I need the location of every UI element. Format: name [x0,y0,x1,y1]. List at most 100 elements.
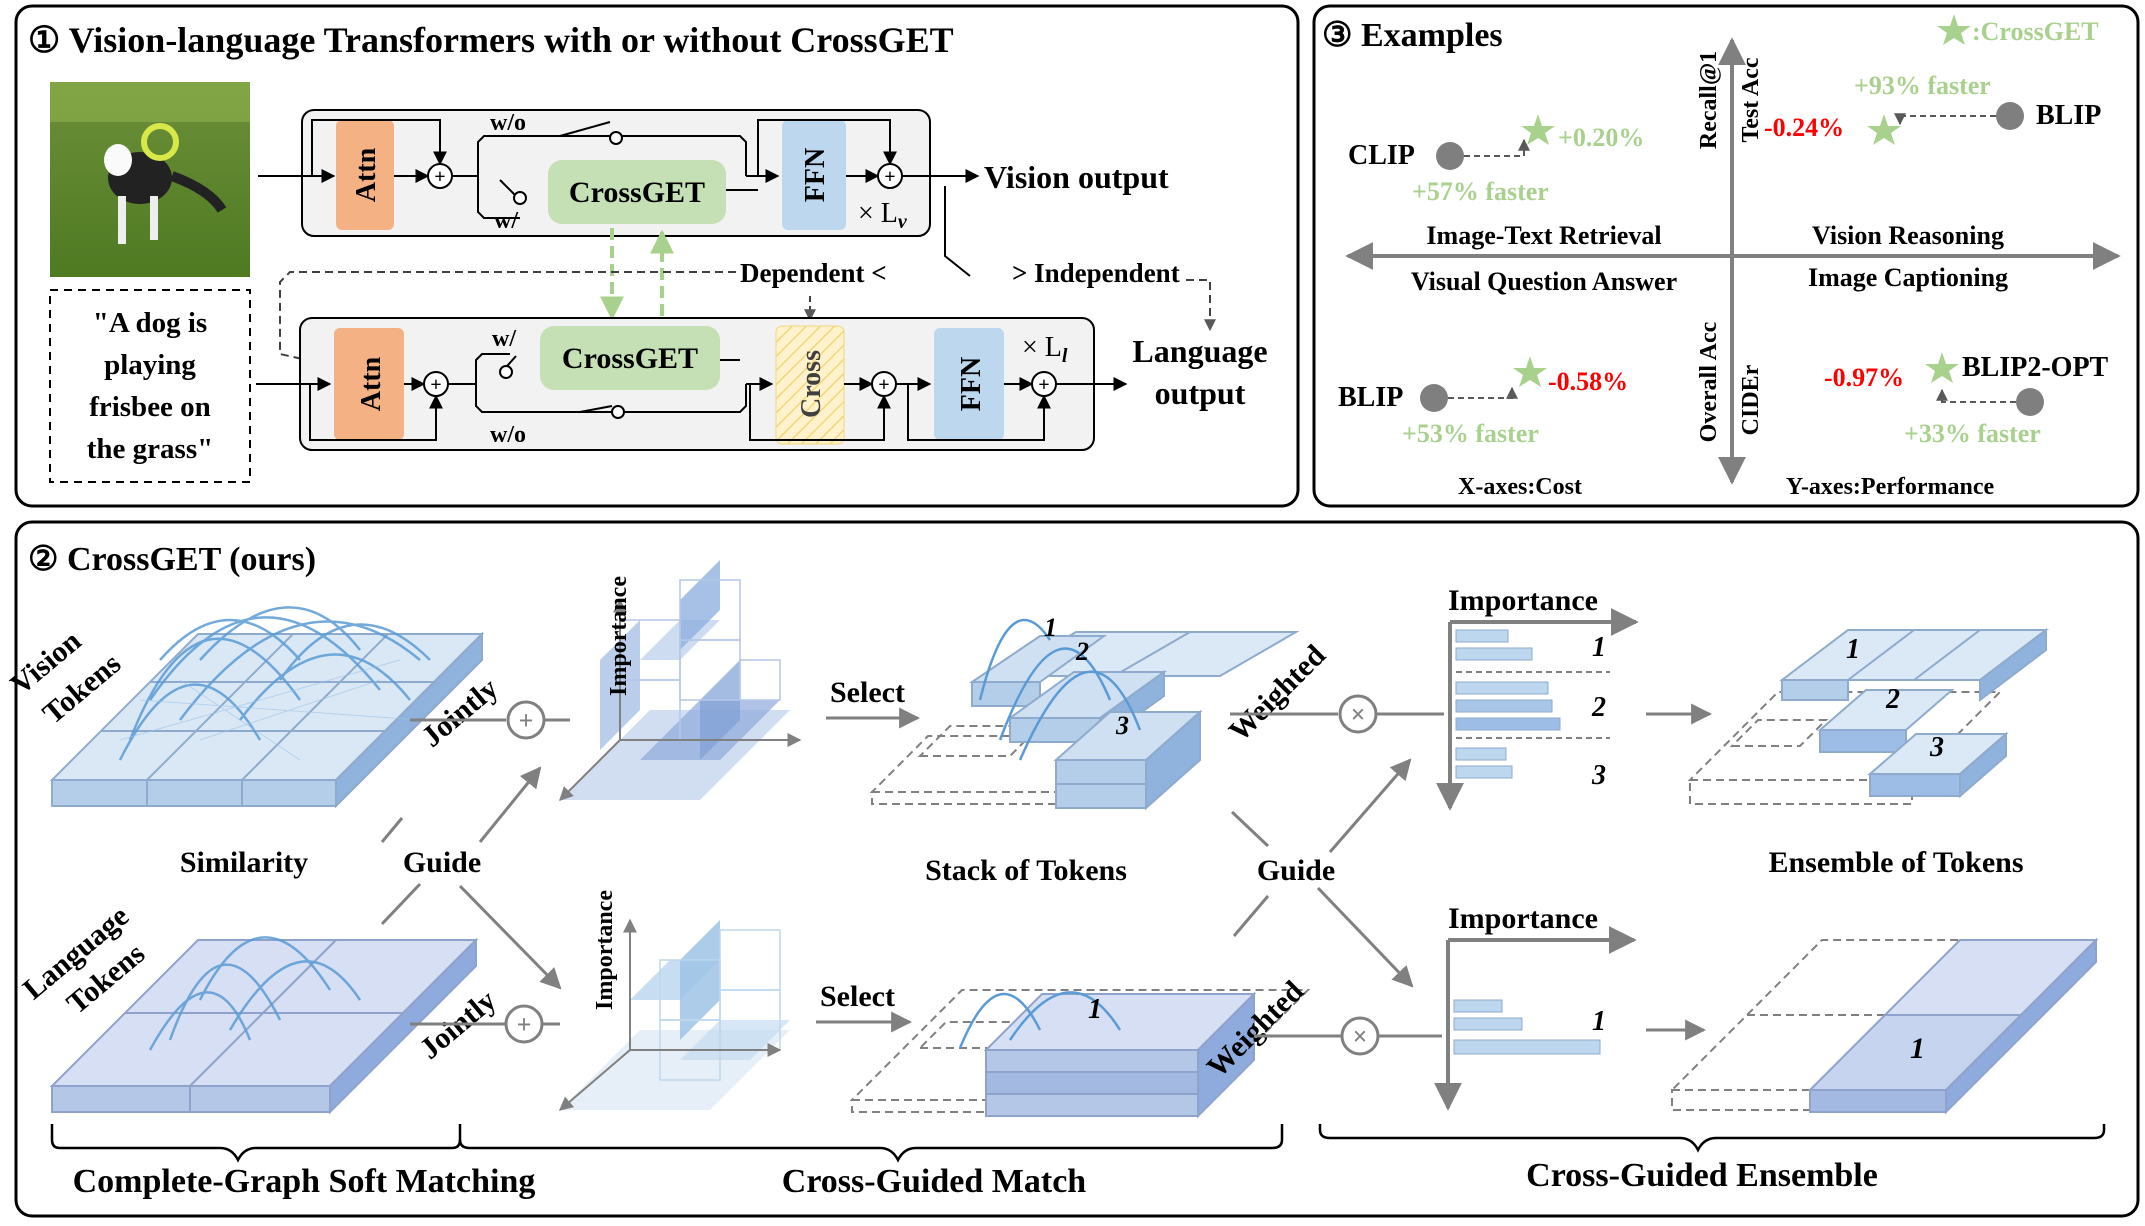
plus-glyph: + [1038,374,1049,396]
legend-star [1937,14,1971,45]
language-w-label: w/ [492,326,516,352]
vision-token-stack: 1 2 3 [869,613,1300,811]
language-importance-bars: Importance 1 [1434,902,1637,1111]
vision-importance-title: Importance [1448,584,1598,617]
task-vr: Vision Reasoning [1812,221,2004,250]
task-vqa: Visual Question Answer [1411,267,1677,296]
ensemble-index-1: 1 [1846,634,1860,665]
dependent-label: Dependent < [740,258,887,288]
panel-examples-frame [1312,4,2140,508]
language-ffn-label: FFN [956,357,987,411]
ensemble-index-3: 3 [1929,732,1944,763]
language-ffn-box [934,328,1004,440]
example-blip-vqa-perf: -0.58% [1548,367,1628,396]
vision-bar-index-2: 2 [1591,692,1606,723]
example-blip2-model: BLIP2-OPT [1962,352,2109,383]
complete-graph-label: Complete-Graph Soft Matching [73,1163,536,1200]
axis-test-acc: Test Acc [1738,57,1764,142]
vision-importance-axis: Importance [606,576,632,696]
example-blip-vqa-speed: +53% faster [1402,419,1539,448]
y-axes-note: Y-axes:Performance [1786,474,1995,500]
independent-label: > Independent [1012,258,1180,288]
example-blip-vr-speed: +93% faster [1854,71,1991,100]
axis-overall-acc: Overall Acc [1696,321,1722,442]
language-bar-index-1: 1 [1592,1006,1606,1037]
axis-recall: Recall@1 [1696,51,1722,149]
task-ic: Image Captioning [1808,263,2008,292]
vision-bar-index-3: 3 [1591,760,1606,791]
example-clip-perf: +0.20% [1558,123,1644,152]
example-clip-speed: +57% faster [1412,177,1549,206]
panel3-title: ③ Examples [1322,17,1503,54]
vision-token-grid [49,606,485,809]
vision-output-label: Vision output [984,159,1169,195]
example-blip-vr-perf: -0.24% [1764,113,1844,142]
caption-box [49,289,251,483]
ensemble-index-2: 2 [1885,684,1900,715]
plus-glyph: + [517,1010,532,1039]
vision-bar-index-1: 1 [1592,632,1606,663]
language-ensemble-index-1: 1 [1910,1032,1925,1065]
example-blip2-speed: +33% faster [1904,419,2041,448]
example-blip2: BLIP2-OPT -0.97% +33% faster [1824,352,2109,448]
language-attn-label: Attn [356,356,387,411]
example-blip-vr-model: BLIP [2036,100,2101,131]
axis-cider: CIDEr [1738,364,1764,435]
vision-importance-cube [559,560,802,801]
brace-cross-guided-ensemble [1318,1124,2106,1153]
vision-stack-index-1: 1 [1044,613,1057,642]
panel1-title: ① Vision-language Transformers with or w… [28,20,954,60]
vision-w-label: w/ [494,208,518,234]
vision-crossget-box [548,160,726,224]
plus-glyph: + [519,706,534,735]
caption-line-2: playing [104,349,196,381]
cross-guided-match-label: Cross-Guided Match [782,1163,1087,1200]
vision-attn-box [336,120,394,230]
times-glyph: × [1351,700,1366,729]
language-select-label: Select [820,980,895,1013]
language-wo-label: w/o [490,422,526,448]
language-cross-label: Cross [796,350,827,418]
stack-of-tokens-label: Stack of Tokens [925,854,1127,887]
language-output-line-2: output [1155,375,1246,411]
vision-layer-count: × Lv [858,198,908,233]
caption-line-4: the grass" [87,433,213,465]
vision-stack-index-2: 2 [1075,637,1089,666]
caption-line-1: "A dog is [93,307,207,339]
vision-wo-label: w/o [490,110,526,136]
x-axes-note: X-axes:Cost [1458,474,1582,500]
language-importance-cube [558,918,790,1111]
panel2-title: ② CrossGET (ours) [28,541,316,578]
vision-stack-index-3: 3 [1115,711,1129,740]
example-blip-vr: BLIP -0.24% +93% faster [1764,71,2101,145]
brace-cross-guided-match [458,1124,1284,1163]
plus-glyph: + [430,374,441,396]
legend-label: :CrossGET [1972,17,2099,46]
language-importance-axis: Importance [592,890,618,1010]
language-crossget-box [540,326,720,390]
language-importance-title: Importance [1448,902,1598,935]
dog-photo [50,82,250,277]
language-stack-index-1: 1 [1088,994,1102,1025]
language-token-ensemble: 1 [1669,937,2099,1115]
language-token-stack: 1 [849,989,1311,1119]
language-attn-box [334,328,404,440]
similarity-label: Similarity [180,846,308,879]
times-glyph: × [1353,1022,1368,1051]
example-blip2-perf: -0.97% [1824,363,1904,392]
language-layer-count: × Ll [1022,332,1068,367]
brace-complete-graph [50,1124,462,1163]
language-token-grid [49,936,479,1115]
language-output-line-1: Language [1132,333,1267,369]
vision-token-ensemble: 1 2 3 [1687,627,2049,805]
vision-crossget-label: CrossGET [569,176,705,209]
panel-crossget-frame [14,520,2140,1218]
language-crossget-label: CrossGET [562,342,698,375]
vision-ffn-box [782,120,846,230]
vision-ffn-label: FFN [800,148,831,202]
example-blip-vqa: BLIP -0.58% +53% faster [1338,356,1628,448]
example-clip: CLIP +0.20% +57% faster [1348,114,1644,206]
vision-importance-bars: Importance 1 2 3 [1436,584,1639,811]
cross-guided-ensemble-label: Cross-Guided Ensemble [1526,1157,1878,1194]
plus-glyph: + [434,166,445,188]
